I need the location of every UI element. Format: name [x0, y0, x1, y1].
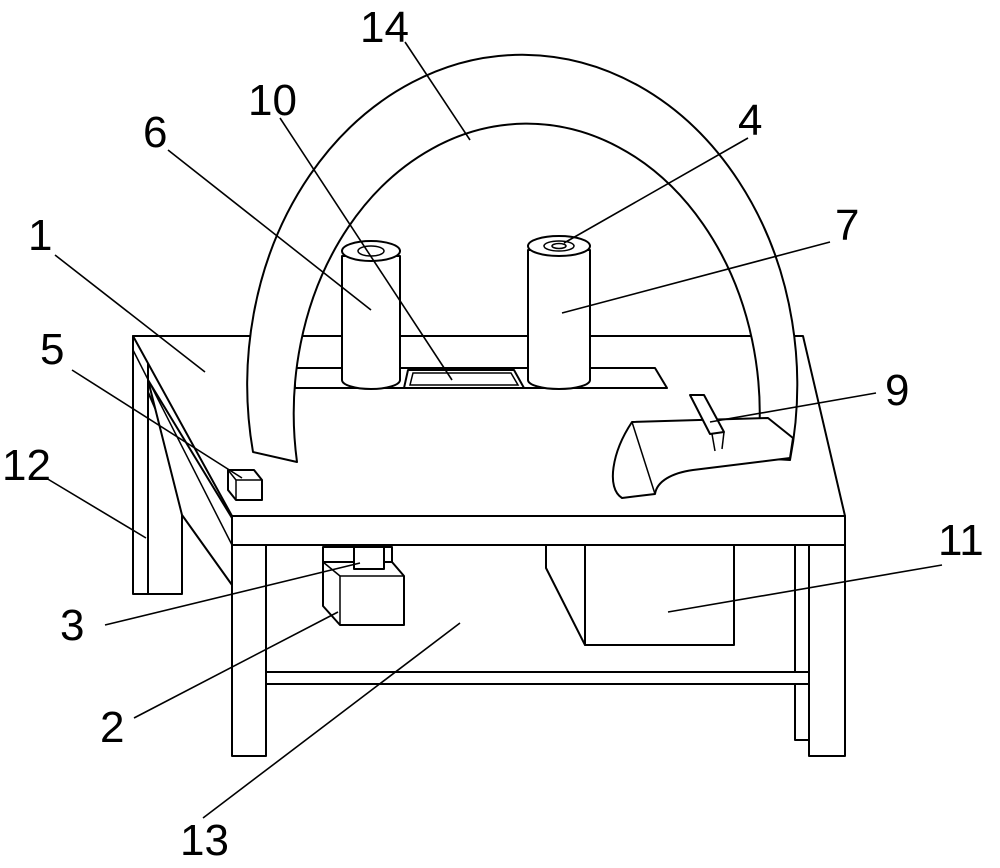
roller-left	[341, 240, 401, 390]
leader-12	[45, 477, 147, 539]
callout-14: 14	[360, 3, 409, 52]
roller-right	[527, 235, 591, 390]
callout-5: 5	[40, 325, 64, 374]
leader-2	[133, 611, 339, 719]
leader-9	[709, 392, 877, 423]
guide-plate	[403, 369, 525, 389]
leader-7	[561, 241, 831, 314]
outlet-chute	[611, 394, 794, 499]
callout-7: 7	[835, 201, 859, 250]
callout-11: 11	[938, 516, 984, 565]
callout-6: 6	[143, 108, 167, 157]
callout-2: 2	[100, 703, 124, 752]
leader-5	[71, 369, 243, 479]
callout-1: 1	[28, 211, 52, 260]
leader-11	[667, 564, 943, 613]
callout-9: 9	[885, 366, 909, 415]
leader-4	[563, 137, 749, 244]
collection-box	[545, 544, 735, 646]
leader-13	[202, 622, 461, 819]
callout-10: 10	[248, 76, 297, 125]
front-right-leg	[794, 544, 846, 757]
leader-10	[279, 117, 453, 381]
motor	[322, 561, 405, 626]
leader-14	[404, 41, 471, 141]
motor-shaft	[322, 546, 393, 570]
callout-3: 3	[60, 601, 84, 650]
lower-crossbar	[265, 671, 810, 685]
callout-labels: 1 2 3 4 5 6 7 9 10 11 12 13 14	[2, 3, 984, 865]
leader-6	[167, 149, 372, 311]
callout-4: 4	[738, 96, 762, 145]
leader-lines	[45, 41, 943, 819]
leader-3	[104, 562, 361, 626]
front-left-leg	[231, 544, 267, 757]
callout-13: 13	[180, 816, 229, 865]
callout-12: 12	[2, 441, 51, 490]
leader-1	[54, 254, 206, 373]
sensor-block	[227, 469, 263, 501]
